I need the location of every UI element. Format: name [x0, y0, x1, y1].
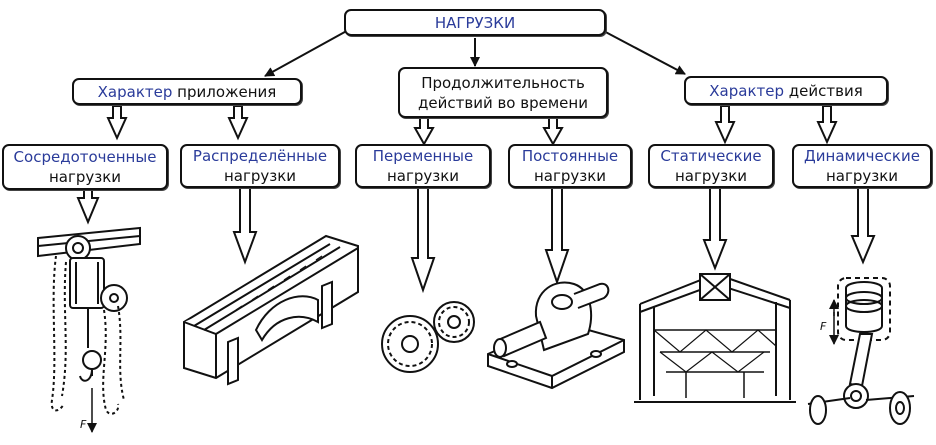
gear-pair-illustration [381, 301, 475, 373]
leaf-distributed: Распределённые нагрузки [180, 144, 340, 188]
group-label-b: приложения [172, 82, 277, 101]
leaf-title: Статические [660, 147, 762, 165]
leaf-sub: нагрузки [674, 167, 748, 185]
roof-truss-illustration [634, 272, 796, 403]
leaf-sub: нагрузки [825, 167, 899, 185]
root-label: НАГРУЗКИ [434, 13, 516, 32]
group-node-application: Характер приложения [72, 78, 302, 105]
leaf-title: Постоянные [521, 147, 619, 165]
leaf-variable: Переменные нагрузки [355, 144, 491, 188]
group-label-b: действия [784, 81, 863, 100]
leaf-sub: нагрузки [48, 168, 122, 186]
group-line-1: Продолжительность [421, 73, 585, 92]
leaf-dynamic: Динамические нагрузки [792, 144, 932, 188]
leaf-title: Распределённые [192, 147, 328, 165]
machine-bed-illustration [183, 234, 359, 386]
leaf-constant: Постоянные нагрузки [508, 144, 632, 188]
group-label-a: Характер [709, 81, 784, 100]
arrow-root-to-action [597, 27, 686, 75]
group-line-2: действий во времени [418, 93, 588, 112]
root-node: НАГРУЗКИ [344, 9, 606, 36]
leaf-title: Динамические [804, 147, 920, 165]
bearing-block-illustration [487, 281, 625, 390]
leaf-concentrated: Сосредоточенные нагрузки [2, 144, 168, 190]
group-node-duration: Продолжительность действий во времени [398, 67, 608, 118]
hollow-arrows-group-to-leaf [106, 105, 838, 147]
leaf-sub: нагрузки [386, 167, 460, 185]
leaf-static: Статические нагрузки [648, 144, 774, 188]
hollow-arrows-leaf-to-image [76, 187, 876, 294]
piston-crank-illustration [807, 277, 915, 425]
leaf-sub: нагрузки [223, 167, 297, 185]
force-label: F [820, 320, 827, 333]
group-node-action: Характер действия [684, 76, 888, 105]
arrow-root-to-application [264, 27, 353, 77]
force-label: F [80, 418, 87, 431]
leaf-sub: нагрузки [533, 167, 607, 185]
leaf-title: Сосредоточенные [13, 148, 157, 166]
chain-hoist-illustration [37, 226, 141, 433]
leaf-title: Переменные [372, 147, 474, 165]
group-label-a: Характер [97, 82, 173, 101]
